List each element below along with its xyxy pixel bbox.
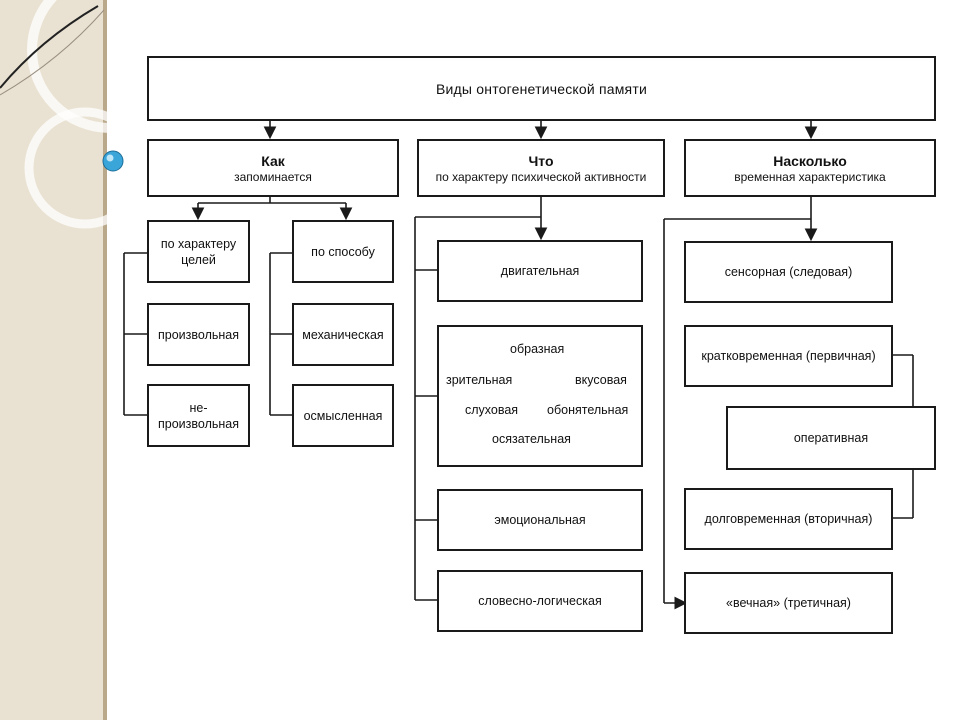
- side-panel-border: [103, 0, 107, 720]
- duration-sensory-text: сенсорная (следовая): [724, 265, 853, 279]
- how-voluntary: произвольная: [147, 303, 250, 366]
- what-motor: двигательная: [437, 240, 643, 302]
- diagram-title-text: Виды онтогенетической памяти: [436, 80, 647, 97]
- header-duration-title: Насколько: [773, 152, 847, 169]
- imaginative-tactile: осязательная: [492, 432, 571, 446]
- what-emotional-text: эмоциональная: [494, 513, 586, 527]
- duration-eternal-text: «вечная» (третичная): [726, 596, 851, 610]
- header-duration-subtitle: временная характеристика: [734, 169, 886, 184]
- header-how: Как запоминается: [147, 139, 399, 197]
- duration-short-term-text: кратковременная (первичная): [701, 349, 876, 363]
- diagram-title: Виды онтогенетической памяти: [147, 56, 936, 121]
- how-involuntary-text: не- произвольная: [158, 400, 239, 431]
- header-what-subtitle: по характеру психической активности: [435, 169, 647, 184]
- duration-sensory: сенсорная (следовая): [684, 241, 893, 303]
- imaginative-olfactory: обонятельная: [547, 403, 629, 417]
- what-verbal-logical: словесно-логическая: [437, 570, 643, 632]
- duration-short-term: кратковременная (первичная): [684, 325, 893, 387]
- decorative-rings: [0, 0, 140, 229]
- how-mechanical: механическая: [292, 303, 394, 366]
- duration-long-term: долговременная (вторичная): [684, 488, 893, 550]
- header-duration: Насколько временная характеристика: [684, 139, 936, 197]
- what-emotional: эмоциональная: [437, 489, 643, 551]
- imaginative-gustatory: вкусовая: [575, 373, 627, 387]
- imaginative-visual: зрительная: [446, 373, 513, 387]
- what-imaginative: образная зрительная слуховая осязательна…: [437, 325, 643, 467]
- how-by-method-header-text: по способу: [311, 244, 375, 259]
- header-how-subtitle: запоминается: [234, 169, 312, 184]
- how-by-method-header: по способу: [292, 220, 394, 283]
- how-by-goals-header: по характеру целей: [147, 220, 250, 283]
- imaginative-title: образная: [510, 342, 565, 356]
- duration-operative-text: оперативная: [793, 431, 869, 445]
- duration-eternal: «вечная» (третичная): [684, 572, 893, 634]
- how-by-goals-header-text: по характеру целей: [160, 236, 237, 267]
- imaginative-auditory: слуховая: [465, 403, 519, 417]
- header-what-title: Что: [528, 152, 554, 169]
- what-motor-text: двигательная: [500, 264, 580, 278]
- duration-operative: оперативная: [726, 406, 936, 470]
- header-what: Что по характеру психической активности: [417, 139, 665, 197]
- header-how-title: Как: [261, 152, 285, 169]
- how-mechanical-text: механическая: [302, 327, 384, 342]
- how-involuntary: не- произвольная: [147, 384, 250, 447]
- how-meaningful-text: осмысленная: [303, 408, 383, 423]
- duration-long-term-text: долговременная (вторичная): [704, 512, 873, 526]
- how-meaningful: осмысленная: [292, 384, 394, 447]
- how-voluntary-text: произвольная: [158, 327, 239, 342]
- what-verbal-logical-text: словесно-логическая: [478, 594, 602, 608]
